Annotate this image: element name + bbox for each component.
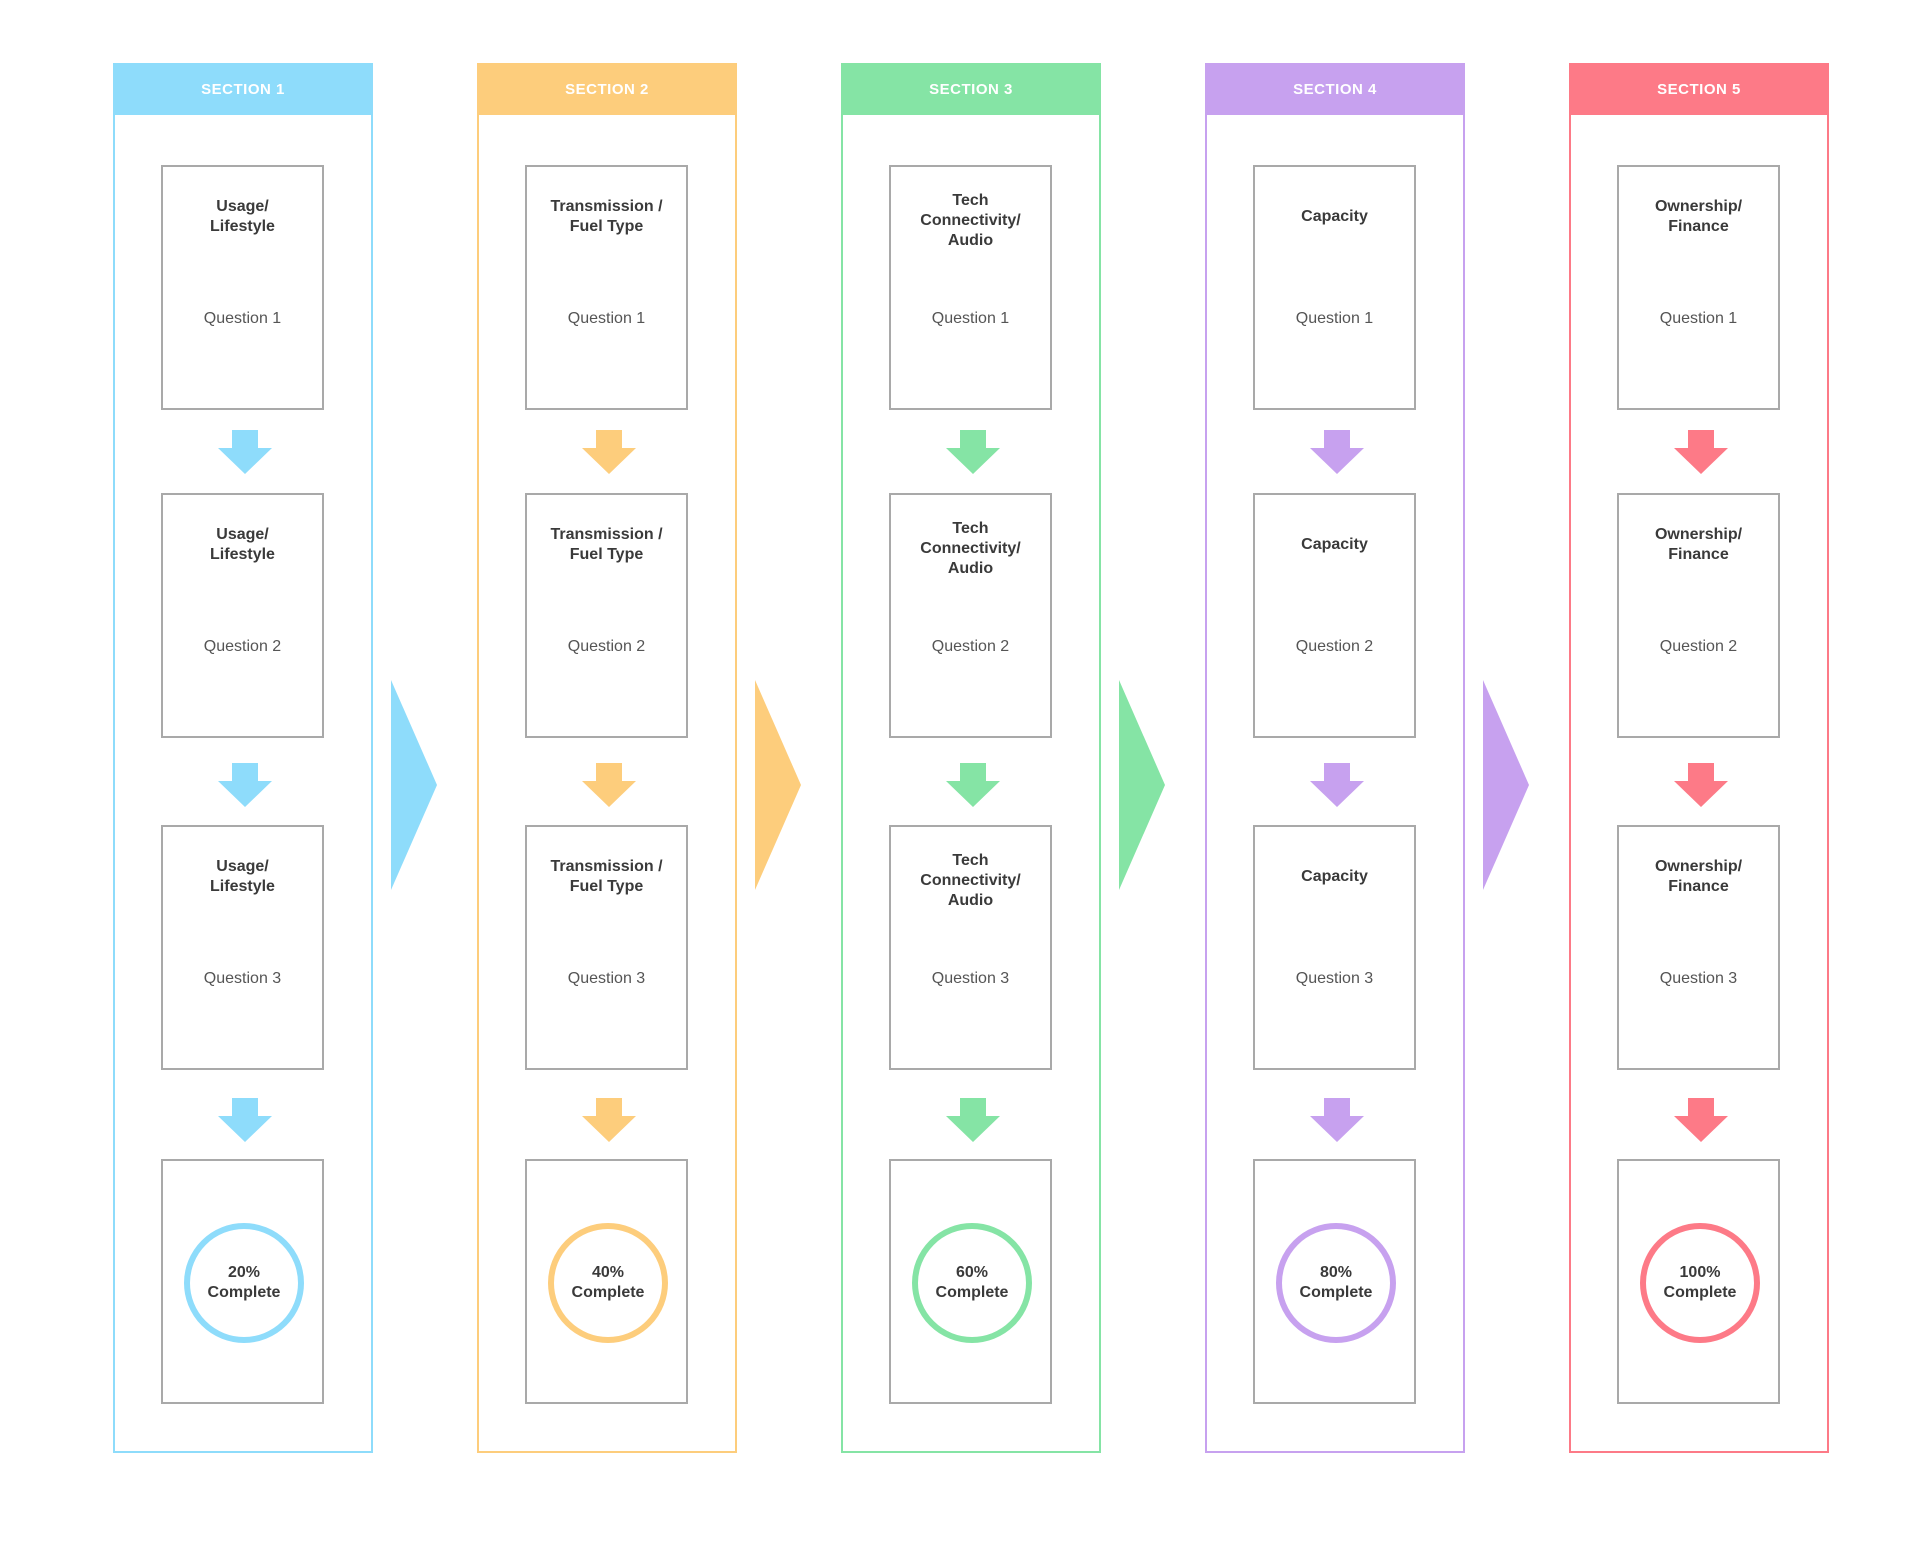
card-question: Question 2 — [1295, 638, 1374, 655]
next-section-arrow-icon — [391, 680, 437, 890]
section-1-header: SECTION 1 — [113, 63, 373, 115]
progress-circle: 40% Complete — [548, 1223, 668, 1343]
section-2-question-2-card: Transmission / Fuel Type Question 2 — [525, 493, 688, 738]
down-arrow-icon — [1310, 430, 1364, 474]
progress-circle: 60% Complete — [912, 1223, 1032, 1343]
progress-circle: 100% Complete — [1640, 1223, 1760, 1343]
down-arrow-icon — [1310, 763, 1364, 807]
section-1-question-1-card: Usage/ Lifestyle Question 1 — [161, 165, 324, 410]
section-4-question-3-card: Capacity Question 3 — [1253, 825, 1416, 1070]
card-question: Question 2 — [203, 638, 282, 655]
down-arrow-icon — [582, 763, 636, 807]
down-arrow-icon — [1674, 1098, 1728, 1142]
down-arrow-icon — [218, 430, 272, 474]
progress-percent: 60% — [955, 1264, 989, 1281]
card-title: Transmission / Fuel Type — [550, 858, 663, 895]
card-question: Question 3 — [931, 970, 1010, 987]
down-arrow-icon — [946, 763, 1000, 807]
section-5-column: SECTION 5 Ownership/ Finance Question 1 … — [1569, 63, 1829, 1453]
section-4-column: SECTION 4 Capacity Question 1 Capacity Q… — [1205, 63, 1465, 1453]
card-title: Capacity — [1301, 208, 1368, 225]
progress-label: Complete — [571, 1284, 645, 1301]
progress-percent: 80% — [1319, 1264, 1353, 1281]
down-arrow-icon — [218, 763, 272, 807]
down-arrow-icon — [1674, 430, 1728, 474]
progress-percent: 20% — [227, 1264, 261, 1281]
down-arrow-icon — [218, 1098, 272, 1142]
section-4-progress-card: 80% Complete — [1253, 1159, 1416, 1404]
section-4-header: SECTION 4 — [1205, 63, 1465, 115]
section-1-column: SECTION 1 Usage/ Lifestyle Question 1 Us… — [113, 63, 373, 1453]
section-2-column: SECTION 2 Transmission / Fuel Type Quest… — [477, 63, 737, 1453]
progress-percent: 40% — [591, 1264, 625, 1281]
card-question: Question 3 — [567, 970, 646, 987]
card-question: Question 1 — [203, 310, 282, 327]
section-3-progress-card: 60% Complete — [889, 1159, 1052, 1404]
section-5-question-3-card: Ownership/ Finance Question 3 — [1617, 825, 1780, 1070]
progress-label: Complete — [207, 1284, 281, 1301]
card-title: Usage/ Lifestyle — [210, 526, 275, 563]
progress-circle: 20% Complete — [184, 1223, 304, 1343]
next-section-arrow-icon — [1119, 680, 1165, 890]
section-2-progress-card: 40% Complete — [525, 1159, 688, 1404]
down-arrow-icon — [946, 1098, 1000, 1142]
down-arrow-icon — [1310, 1098, 1364, 1142]
progress-label: Complete — [1663, 1284, 1737, 1301]
card-title: Ownership/ Finance — [1654, 198, 1743, 235]
down-arrow-icon — [1674, 763, 1728, 807]
card-title: Tech Connectivity/ Audio — [920, 852, 1021, 909]
section-5-header: SECTION 5 — [1569, 63, 1829, 115]
progress-circle: 80% Complete — [1276, 1223, 1396, 1343]
section-3-header: SECTION 3 — [841, 63, 1101, 115]
card-question: Question 2 — [567, 638, 646, 655]
next-section-arrow-icon — [755, 680, 801, 890]
section-3-question-2-card: Tech Connectivity/ Audio Question 2 — [889, 493, 1052, 738]
card-title: Ownership/ Finance — [1654, 526, 1743, 563]
card-title: Capacity — [1301, 868, 1368, 885]
section-5-progress-card: 100% Complete — [1617, 1159, 1780, 1404]
down-arrow-icon — [582, 1098, 636, 1142]
section-3-column: SECTION 3 Tech Connectivity/ Audio Quest… — [841, 63, 1101, 1453]
card-title: Transmission / Fuel Type — [550, 198, 663, 235]
section-1-question-2-card: Usage/ Lifestyle Question 2 — [161, 493, 324, 738]
card-title: Usage/ Lifestyle — [210, 858, 275, 895]
section-3-question-1-card: Tech Connectivity/ Audio Question 1 — [889, 165, 1052, 410]
card-title: Tech Connectivity/ Audio — [920, 192, 1021, 249]
section-5-question-2-card: Ownership/ Finance Question 2 — [1617, 493, 1780, 738]
section-2-question-3-card: Transmission / Fuel Type Question 3 — [525, 825, 688, 1070]
section-2-header: SECTION 2 — [477, 63, 737, 115]
progress-percent: 100% — [1679, 1264, 1721, 1281]
card-title: Ownership/ Finance — [1654, 858, 1743, 895]
down-arrow-icon — [582, 430, 636, 474]
card-title: Transmission / Fuel Type — [550, 526, 663, 563]
card-question: Question 1 — [931, 310, 1010, 327]
card-question: Question 1 — [567, 310, 646, 327]
card-question: Question 1 — [1295, 310, 1374, 327]
section-4-question-2-card: Capacity Question 2 — [1253, 493, 1416, 738]
section-5-question-1-card: Ownership/ Finance Question 1 — [1617, 165, 1780, 410]
progress-label: Complete — [1299, 1284, 1373, 1301]
card-title: Usage/ Lifestyle — [210, 198, 275, 235]
card-question: Question 3 — [203, 970, 282, 987]
next-section-arrow-icon — [1483, 680, 1529, 890]
section-3-question-3-card: Tech Connectivity/ Audio Question 3 — [889, 825, 1052, 1070]
section-2-question-1-card: Transmission / Fuel Type Question 1 — [525, 165, 688, 410]
section-1-progress-card: 20% Complete — [161, 1159, 324, 1404]
down-arrow-icon — [946, 430, 1000, 474]
card-question: Question 3 — [1295, 970, 1374, 987]
section-4-question-1-card: Capacity Question 1 — [1253, 165, 1416, 410]
card-title: Capacity — [1301, 536, 1368, 553]
section-1-question-3-card: Usage/ Lifestyle Question 3 — [161, 825, 324, 1070]
card-question: Question 3 — [1659, 970, 1738, 987]
progress-label: Complete — [935, 1284, 1009, 1301]
card-question: Question 2 — [1659, 638, 1738, 655]
card-question: Question 1 — [1659, 310, 1738, 327]
card-question: Question 2 — [931, 638, 1010, 655]
card-title: Tech Connectivity/ Audio — [920, 520, 1021, 577]
